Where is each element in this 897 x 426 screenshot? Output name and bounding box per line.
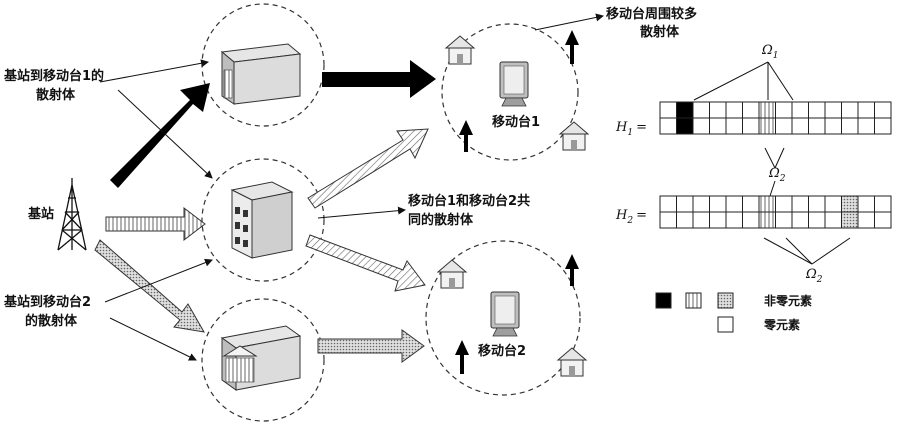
matrix-cell-vstripe — [759, 118, 776, 134]
matrix-cell-zero — [858, 118, 875, 134]
ms1-surrounding-line2: 散射体 — [640, 24, 680, 40]
matrix-cell-zero — [875, 196, 892, 212]
matrix-cell-zero — [792, 102, 809, 118]
striped-arrow-bs-to-middle — [106, 208, 205, 240]
matrix-h1 — [660, 102, 891, 134]
matrix-cell-black — [677, 118, 694, 134]
matrix-cell-zero — [809, 196, 826, 212]
matrix-cell-zero — [825, 196, 842, 212]
omega1-connector-lines — [694, 62, 793, 100]
matrix-cell-zero — [710, 118, 727, 134]
legend-swatch-stripe — [686, 293, 701, 308]
matrix-cell-zero — [693, 102, 710, 118]
bs-ms1-scatterer-line2: 散射体 — [36, 87, 76, 103]
matrix-cell-zero — [660, 196, 677, 212]
house-icon-ms2-right — [558, 348, 586, 376]
matrix-cell-zero — [660, 212, 677, 228]
matrix-cell-zero — [792, 118, 809, 134]
omega2-mid-label: Ω2 — [768, 166, 786, 184]
matrix-cell-zero — [858, 212, 875, 228]
matrix-cell-zero — [776, 196, 793, 212]
matrix-cell-zero — [825, 118, 842, 134]
matrix-h2 — [660, 196, 891, 228]
omega1-label: Ω1 — [761, 43, 779, 61]
h2-label: H2= — [615, 208, 647, 226]
matrix-cell-zero — [726, 102, 743, 118]
base-station-tower-icon — [58, 178, 86, 250]
matrix-cell-zero — [842, 118, 859, 134]
matrix-cell-zero — [743, 196, 760, 212]
mobile1-device-icon — [500, 62, 528, 106]
matrix-cell-zero — [875, 212, 892, 228]
legend-nonzero-label: 非零元素 — [764, 293, 812, 308]
matrix-cell-zero — [660, 102, 677, 118]
matrix-cell-zero — [792, 212, 809, 228]
matrix-cell-zero — [743, 118, 760, 134]
matrix-cell-zero — [825, 102, 842, 118]
ms1-label: 移动台1 — [492, 114, 540, 130]
matrix-cell-zero — [693, 196, 710, 212]
matrix-cell-zero — [858, 102, 875, 118]
matrix-cell-dotted — [842, 212, 859, 228]
matrix-cell-zero — [710, 102, 727, 118]
matrix-cell-zero — [809, 118, 826, 134]
matrix-cell-zero — [710, 196, 727, 212]
matrix-cell-zero — [825, 212, 842, 228]
mobile2-device-icon — [491, 292, 519, 336]
legend-swatch-zero — [718, 317, 733, 332]
ms2-label: 移动台2 — [478, 343, 526, 359]
legend-swatch-black — [656, 293, 671, 308]
base-station-label: 基站 — [27, 206, 54, 222]
matrix-cell-black — [677, 102, 694, 118]
legend: 非零元素 零元素 — [656, 293, 812, 332]
matrix-cell-zero — [875, 102, 892, 118]
bs-ms2-scatterer-line1: 基站到移动台2 — [3, 294, 91, 310]
top-scatterer-building-icon — [222, 44, 300, 104]
matrix-cell-zero — [842, 102, 859, 118]
matrix-cell-zero — [809, 102, 826, 118]
matrix-cell-zero — [809, 212, 826, 228]
matrix-cell-zero — [776, 118, 793, 134]
matrix-cell-zero — [743, 102, 760, 118]
bottom-scatterer-building-icon — [222, 326, 300, 390]
h1-label: H1= — [615, 120, 647, 138]
matrix-cell-zero — [776, 212, 793, 228]
omega2-label: Ω2 — [805, 267, 823, 285]
bs-ms1-scatterer-line1: 基站到移动台1的 — [3, 68, 104, 84]
matrix-cell-zero — [726, 196, 743, 212]
matrix-cell-zero — [693, 212, 710, 228]
matrix-cell-dotted — [842, 196, 859, 212]
house-icon-ms1-right — [560, 122, 588, 150]
house-icon-ms2-left — [438, 260, 466, 288]
bs-ms2-scatterer-line2: 的散射体 — [25, 313, 78, 329]
black-arrow-to-mobile1 — [322, 60, 436, 98]
house-icon-ms1-left — [446, 36, 474, 64]
common-scatterer-line1: 移动台1和移动台2共 — [408, 193, 530, 209]
matrix-cell-vstripe — [759, 102, 776, 118]
matrix-cell-zero — [726, 212, 743, 228]
ms1-surrounding-line1: 移动台周围较多 — [606, 6, 697, 22]
common-scatterer-line2: 同的散射体 — [408, 212, 474, 228]
matrix-cell-vstripe — [759, 212, 776, 228]
legend-zero-label: 零元素 — [763, 317, 800, 332]
matrix-cell-zero — [858, 196, 875, 212]
striped-arrow-middle-to-mobile2 — [306, 235, 425, 291]
matrix-cell-zero — [726, 118, 743, 134]
legend-swatch-dotted — [718, 293, 733, 308]
matrix-cell-vstripe — [759, 196, 776, 212]
matrix-cell-zero — [677, 212, 694, 228]
black-arrow-to-top-scatterer — [110, 83, 210, 188]
matrix-cell-zero — [875, 118, 892, 134]
middle-scatterer-building-icon — [232, 182, 292, 258]
matrix-cell-zero — [660, 118, 677, 134]
matrix-cell-zero — [693, 118, 710, 134]
matrix-cell-zero — [743, 212, 760, 228]
matrix-cell-zero — [677, 196, 694, 212]
omega2-connector-lines — [764, 238, 850, 264]
dotted-arrow-bottom-to-mobile2 — [318, 330, 424, 362]
matrix-cell-zero — [792, 196, 809, 212]
matrix-cell-zero — [776, 102, 793, 118]
matrix-cell-zero — [710, 212, 727, 228]
